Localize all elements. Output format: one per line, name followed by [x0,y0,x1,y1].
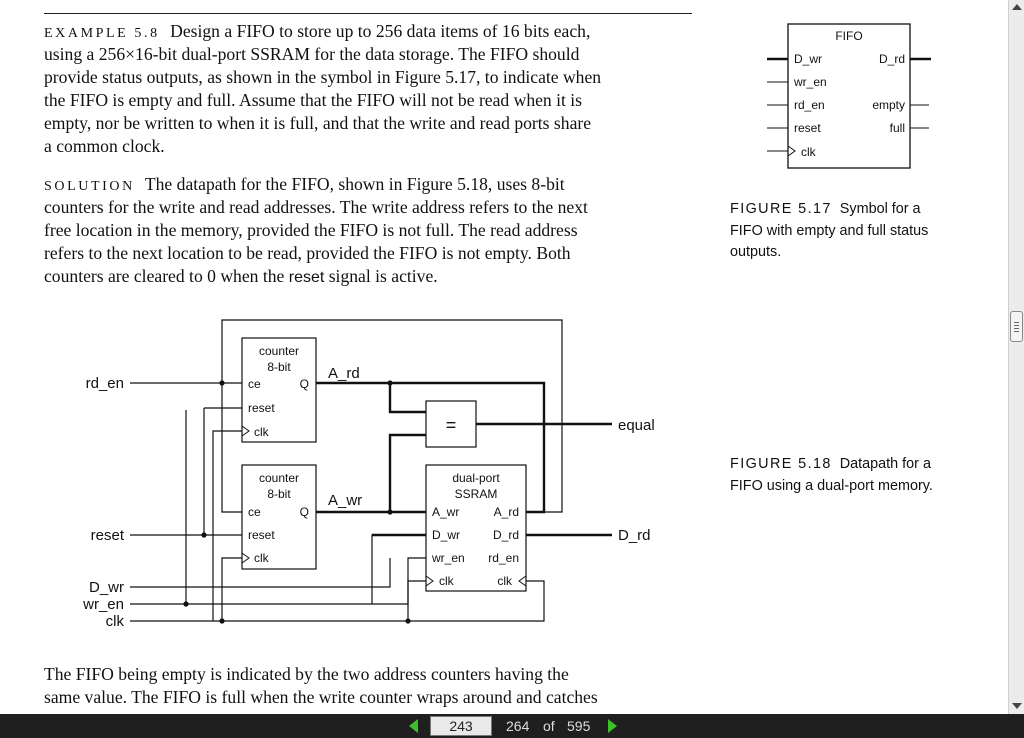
scroll-up-icon[interactable] [1012,4,1022,10]
write-counter-clk: clk [254,551,270,565]
diagram-wires [130,319,563,622]
ssram-port-clk-left: clk [439,574,455,588]
top-rule [44,13,692,14]
page-navigation-bar: 243 264 of 595 [0,714,1024,738]
ssram-port-rden: rd_en [488,551,519,565]
page-number-input[interactable]: 243 [430,716,492,736]
read-counter-clk: clk [254,425,270,439]
ssram-port-dwr: D_wr [432,528,460,542]
solution-line-5: counters are cleared to 0 when the reset… [44,266,438,286]
example-line-6: a common clock. [44,136,165,156]
read-counter-q: Q [300,377,309,391]
input-d-wr: D_wr [89,579,124,596]
read-counter-title: counter [259,344,299,358]
bottom-line-2: same value. The FIFO is full when the wr… [44,687,598,707]
symbol-port-wren: wr_en [793,75,827,89]
ssram-port-drd: D_rd [493,528,519,542]
ssram-port-wren: wr_en [431,551,465,565]
example-heading: EXAMPLE 5.8 [44,26,160,41]
ssram-port-awr: A_wr [432,505,459,519]
input-rd-en: rd_en [86,375,124,392]
next-page-icon[interactable] [608,719,617,733]
bottom-line-1: The FIFO being empty is indicated by the… [44,664,569,684]
solution-line-2: counters for the write and read addresse… [44,197,588,217]
input-reset: reset [91,527,125,544]
page-label: 264 [506,718,530,734]
comparator-block [425,400,477,448]
clock-marker-icon [787,145,796,157]
solution-line-1: SOLUTION The datapath for the FIFO, show… [44,174,565,194]
ssram-block [425,464,527,592]
fifo-symbol-box [787,23,911,169]
fifo-title: FIFO [835,29,862,43]
symbol-port-clk: clk [801,145,817,159]
page-total: 595 [567,718,591,734]
read-counter-ce: ce [248,377,261,391]
solution-heading: SOLUTION [44,179,135,194]
symbol-port-empty: empty [872,98,905,112]
output-equal: equal [618,417,655,434]
reset-code: reset [288,269,325,286]
output-d-rd: D_rd [618,527,651,544]
previous-page-icon[interactable] [409,719,418,733]
ssram-clock-left-icon [425,575,434,587]
symbol-port-dwr: D_wr [794,52,822,66]
write-counter-title: counter [259,471,299,485]
symbol-port-drd: D_rd [879,52,905,66]
vertical-scrollbar[interactable] [1008,0,1024,714]
ssram-title-1: dual-port [452,471,500,485]
diagram-buses [316,381,612,537]
read-counter-reset: reset [248,401,275,415]
input-wr-en: wr_en [82,596,124,613]
a-rd-label: A_rd [328,365,360,382]
symbol-port-rden: rd_en [794,98,825,112]
ssram-port-ard: A_rd [494,505,519,519]
example-line-3: provide status outputs, as shown in the … [44,67,602,87]
input-clk: clk [106,613,125,630]
ssram-title-2: SSRAM [455,487,498,501]
read-counter-block [241,337,317,443]
junction-dots [183,380,411,624]
ssram-clock-right-icon [518,575,527,587]
example-line-5: empty, nor be written to when it is full… [44,113,592,133]
fifo-symbol: FIFO D_wr wr_en rd_en reset clk D_rd emp… [767,23,931,169]
figure-5-17-number: FIGURE 5.17 [730,201,832,217]
write-counter-width: 8-bit [267,487,291,501]
solution-line-3: free location in the memory, provided th… [44,220,578,240]
read-counter-clock-icon [241,425,250,437]
figure-5-18-number: FIGURE 5.18 [730,456,832,472]
a-wr-label: A_wr [328,492,362,509]
symbol-port-full: full [890,121,905,135]
fifo-datapath-diagram: counter 8-bit ce Q reset clk counter 8-b… [82,319,655,630]
read-counter-width: 8-bit [267,360,291,374]
document-page: EXAMPLE 5.8 Design a FIFO to store up to… [44,13,933,707]
example-line-2: using a 256×16-bit dual-port SSRAM for t… [44,44,580,64]
write-counter-reset: reset [248,528,275,542]
ssram-port-clk-right: clk [497,574,513,588]
scroll-thumb[interactable] [1010,311,1023,342]
scroll-down-icon[interactable] [1012,703,1022,709]
write-counter-q: Q [300,505,309,519]
write-counter-ce: ce [248,505,261,519]
example-line-4: the FIFO is empty and full. Assume that … [44,90,583,110]
write-counter-clock-icon [241,552,250,564]
write-counter-block [241,464,317,570]
solution-line-4: refers to the next location to be read, … [44,243,571,263]
example-line-1: EXAMPLE 5.8 Design a FIFO to store up to… [44,21,591,41]
symbol-port-reset: reset [794,121,821,135]
comparator-symbol: = [446,415,457,435]
page-of: of [543,718,555,734]
